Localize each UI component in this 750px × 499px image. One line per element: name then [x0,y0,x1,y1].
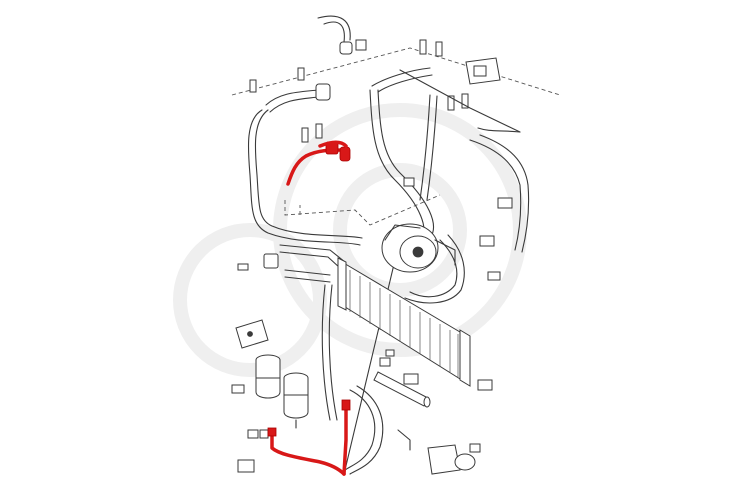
expansion-valve [465,57,501,85]
accumulator-tube [373,371,431,408]
mounting-bracket [235,319,269,349]
fittings-and-bolts [231,39,521,475]
dashed-outline [231,47,561,226]
watermark-gear [173,103,527,377]
receiver-dryer-right [283,372,309,429]
compressor [381,223,456,273]
lower-dryer-hose[interactable] [267,399,351,476]
receiver-dryer-left [255,354,281,399]
condenser [337,257,471,387]
upper-evaporator-hose[interactable] [286,140,351,186]
